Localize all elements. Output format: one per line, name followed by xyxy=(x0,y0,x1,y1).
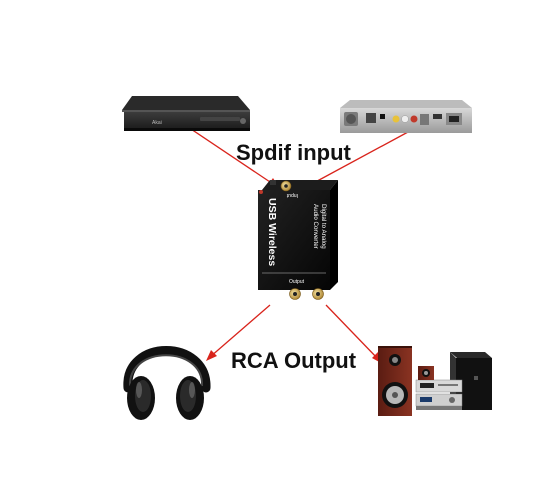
spdif-input-ports xyxy=(259,180,292,194)
left-speaker xyxy=(378,346,412,416)
converter-usb-wireless-text: USB Wireless xyxy=(266,198,278,266)
speaker-system xyxy=(378,346,492,416)
converter-output-label: Output xyxy=(289,279,305,285)
converter-line-1-text: Digital to Analog xyxy=(320,204,327,249)
receiver-stack xyxy=(415,379,463,410)
converter-line-2-text: Audio Converter xyxy=(312,204,319,249)
rca-output-ports xyxy=(289,288,324,300)
converter-box: USB Wireless Digital to Analog Audio Con… xyxy=(258,180,338,300)
satellite-speaker xyxy=(418,366,434,380)
arrow-converter-to-headphones xyxy=(206,304,271,361)
dvd-player: Akai xyxy=(122,96,250,131)
dvd-brand-text: Akai xyxy=(152,120,162,126)
headphones xyxy=(123,346,211,420)
spdif-input-label: Spdif input xyxy=(236,140,351,165)
rca-output-label: RCA Output xyxy=(231,348,357,373)
set-top-box xyxy=(340,100,472,133)
converter-input-label: Input xyxy=(286,192,298,198)
